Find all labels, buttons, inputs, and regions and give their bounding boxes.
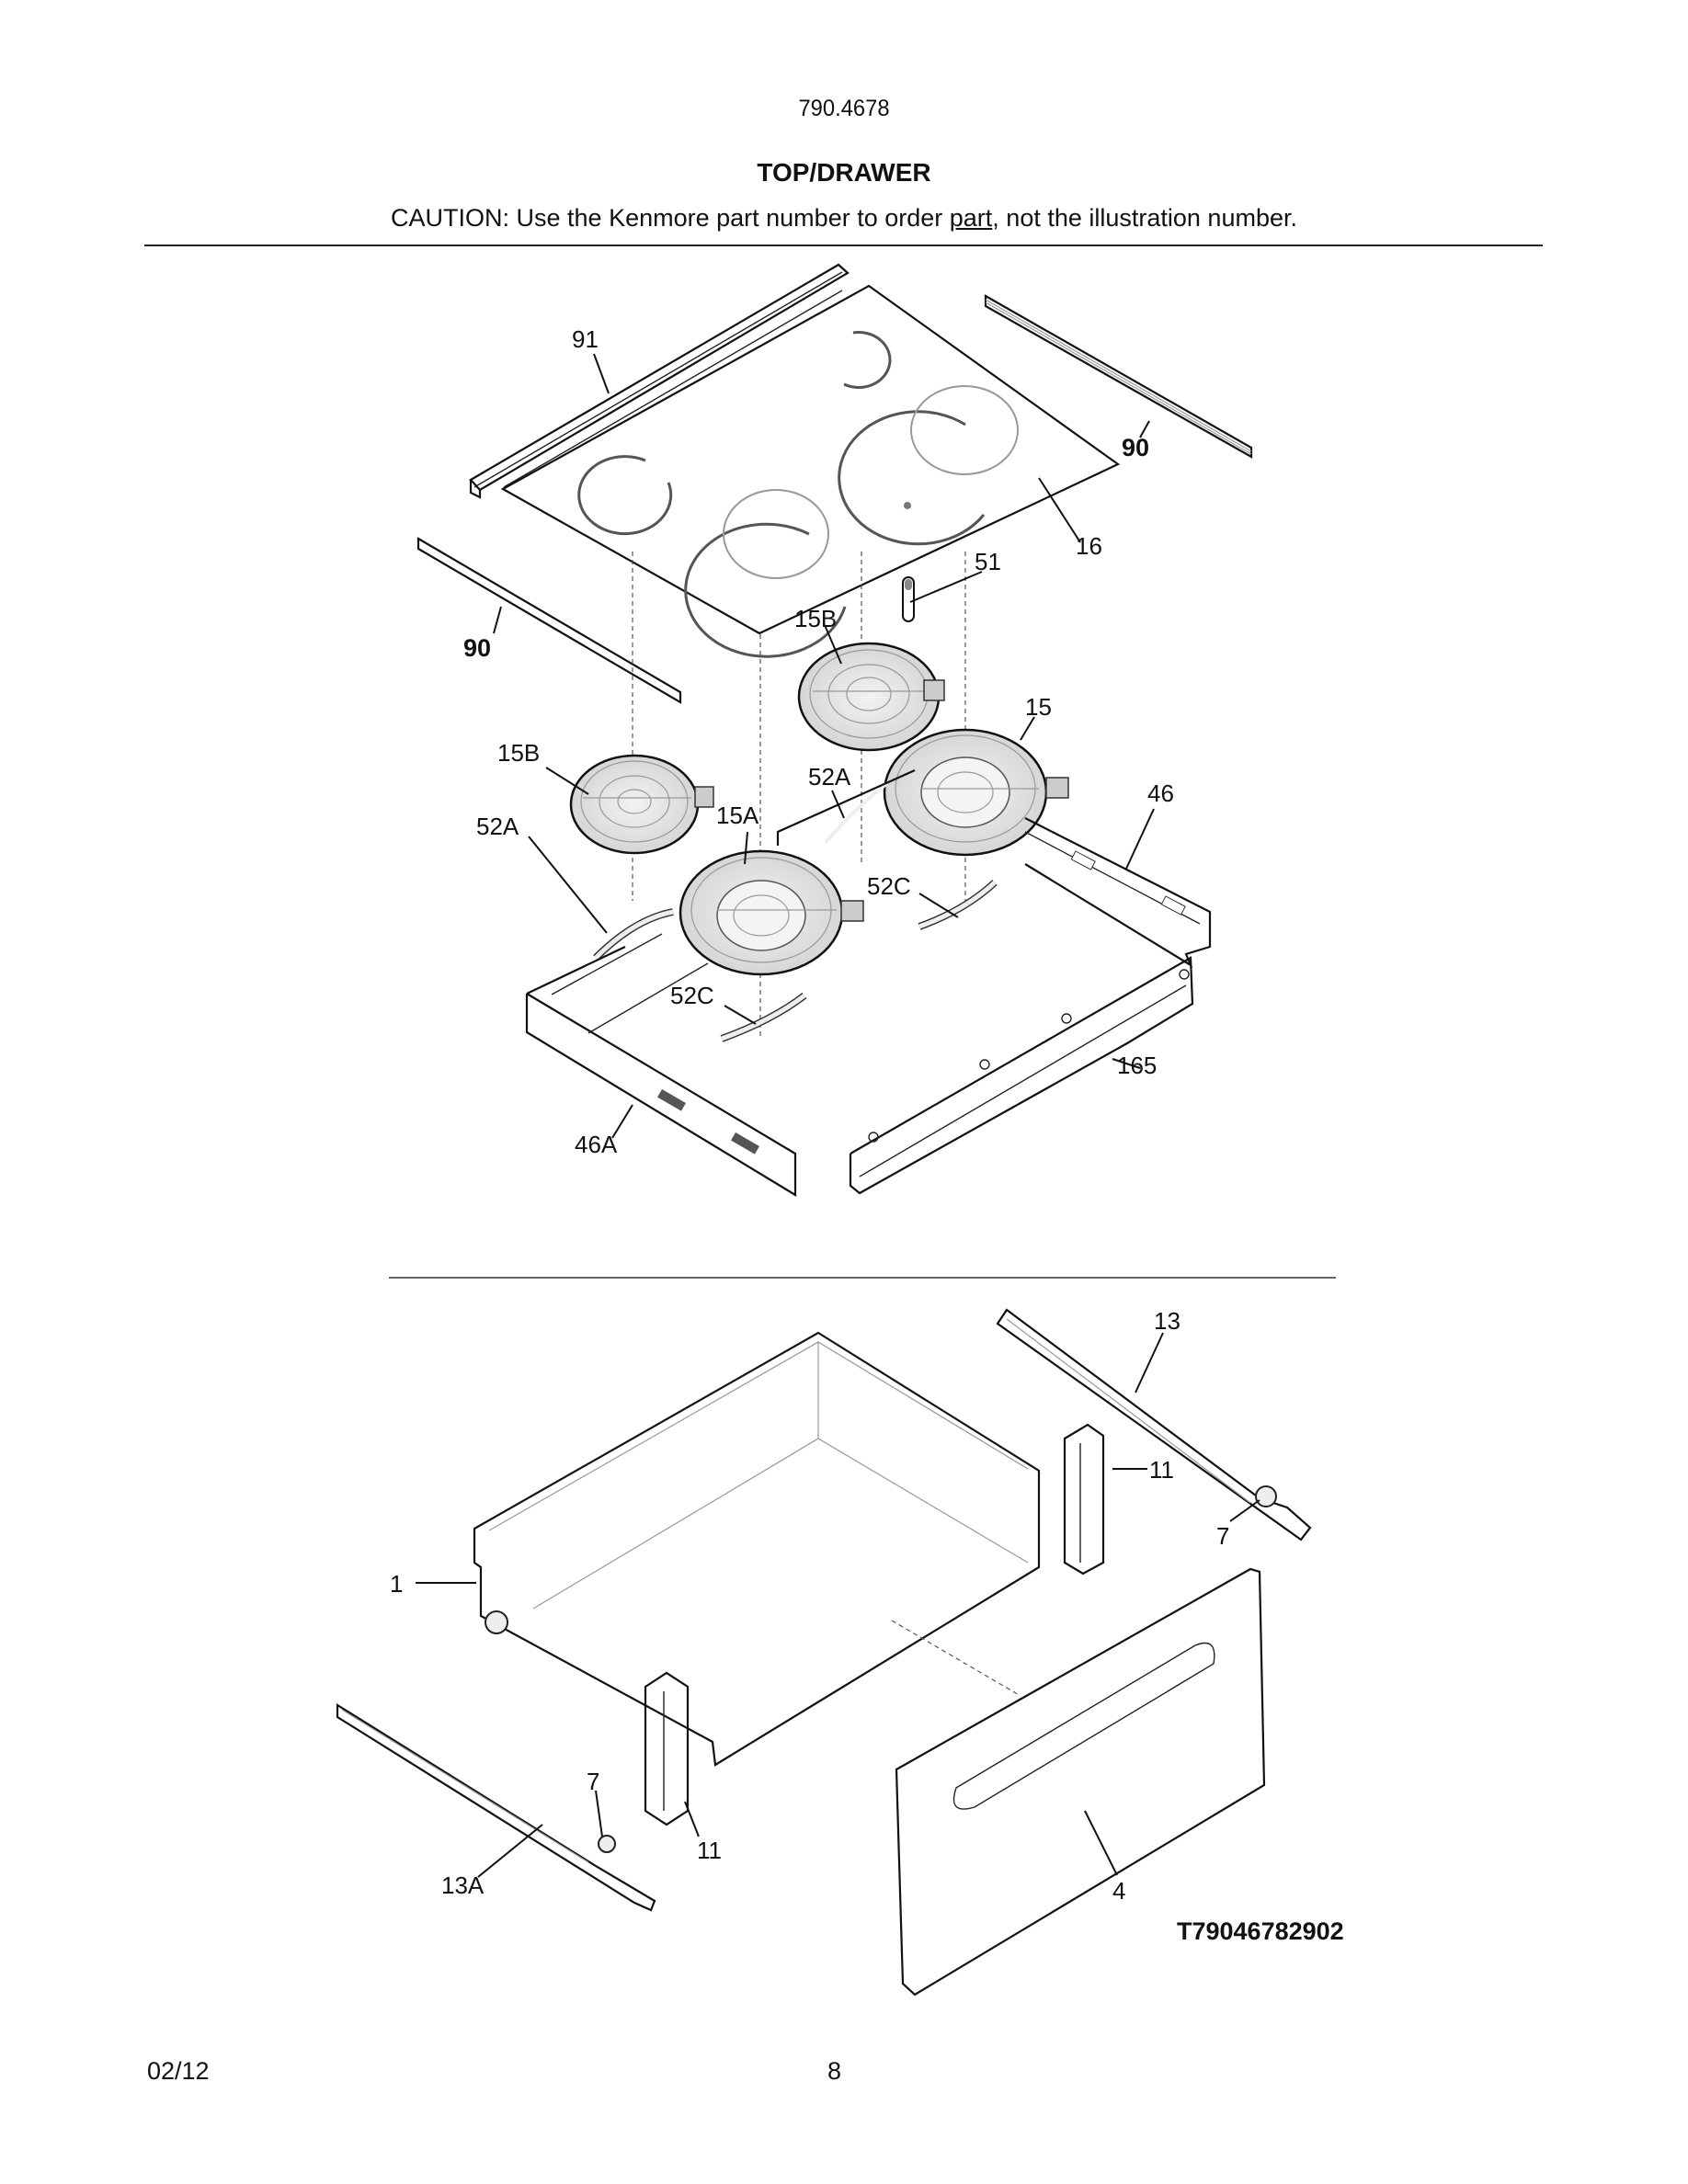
callout-15B-left: 15B (497, 739, 540, 767)
section-divider (389, 1277, 1336, 1279)
callout-46: 46 (1147, 779, 1174, 807)
caution-suffix: , not the illustration number. (992, 204, 1297, 232)
callout-15B-top: 15B (794, 605, 837, 632)
callout-52A-mid: 52A (808, 763, 851, 791)
bracket-11-lower (644, 1671, 690, 1826)
trim-91 (469, 263, 850, 499)
caution-prefix: CAUTION: Use the Kenmore part number to … (391, 204, 950, 232)
callout-1: 1 (390, 1570, 403, 1598)
drawer-slide-13 (996, 1308, 1312, 1541)
drawer-front-panel-4 (895, 1567, 1266, 1996)
drawer-body-1 (473, 1331, 1041, 1767)
callout-51: 51 (975, 548, 1001, 575)
caution-underlined-word: part (949, 204, 993, 232)
drawer-callout-leaders (416, 1332, 1260, 1878)
sensor-51 (902, 576, 915, 622)
callout-11-lower: 11 (697, 1837, 722, 1864)
bracket-52C-left (720, 992, 807, 1042)
callout-91: 91 (572, 325, 599, 353)
callout-52A-left: 52A (476, 813, 519, 840)
callout-7-left: 7 (587, 1768, 599, 1795)
callout-11-upper: 11 (1149, 1456, 1174, 1484)
callout-46A: 46A (575, 1131, 618, 1158)
burner-15A (679, 849, 864, 976)
burner-15 (883, 728, 1069, 857)
model-number: 790.4678 (798, 96, 890, 121)
callout-4: 4 (1112, 1877, 1125, 1905)
bracket-52A-left (593, 908, 674, 961)
callout-165: 165 (1117, 1052, 1157, 1079)
bracket-11-upper (1063, 1423, 1105, 1575)
footer-page-number: 8 (827, 2057, 842, 2085)
drawer-callout-labels: 13 11 7 1 7 11 13A 4 (390, 1307, 1229, 1905)
illustration-reference-code: T79046782902 (1177, 1917, 1344, 1945)
cooktop-glass-16 (500, 284, 1121, 658)
trim-90-right (984, 294, 1253, 459)
bracket-52C-right (918, 880, 998, 930)
burner-15B-left (569, 754, 714, 855)
caution-note: CAUTION: Use the Kenmore part number to … (0, 204, 1688, 233)
callout-90-left: 90 (463, 634, 491, 662)
bracket-52A-mid (824, 781, 889, 844)
callout-52C-right: 52C (867, 872, 911, 900)
top-callout-leaders (493, 353, 1155, 1139)
callout-13A: 13A (441, 1871, 485, 1899)
burner-15B-top (797, 642, 945, 752)
drawer-slide-13A (336, 1703, 656, 1912)
trim-90-left (416, 537, 682, 704)
callout-7-right: 7 (1216, 1522, 1229, 1550)
callout-15: 15 (1025, 693, 1052, 721)
frame-46A (525, 933, 797, 1197)
rail-165 (849, 956, 1194, 1195)
callout-90-right: 90 (1122, 434, 1149, 461)
header-rule (144, 245, 1543, 246)
callout-13: 13 (1154, 1307, 1180, 1335)
footer-date: 02/12 (147, 2057, 210, 2085)
top-callout-labels: 91 90 16 51 90 15B 15 15B 52A 46 52A 15A… (463, 325, 1174, 1158)
section-title: TOP/DRAWER (757, 158, 931, 187)
frame-46 (776, 768, 1212, 968)
callout-52C-left: 52C (670, 982, 714, 1009)
callout-16: 16 (1076, 532, 1102, 560)
callout-15A: 15A (716, 802, 759, 829)
